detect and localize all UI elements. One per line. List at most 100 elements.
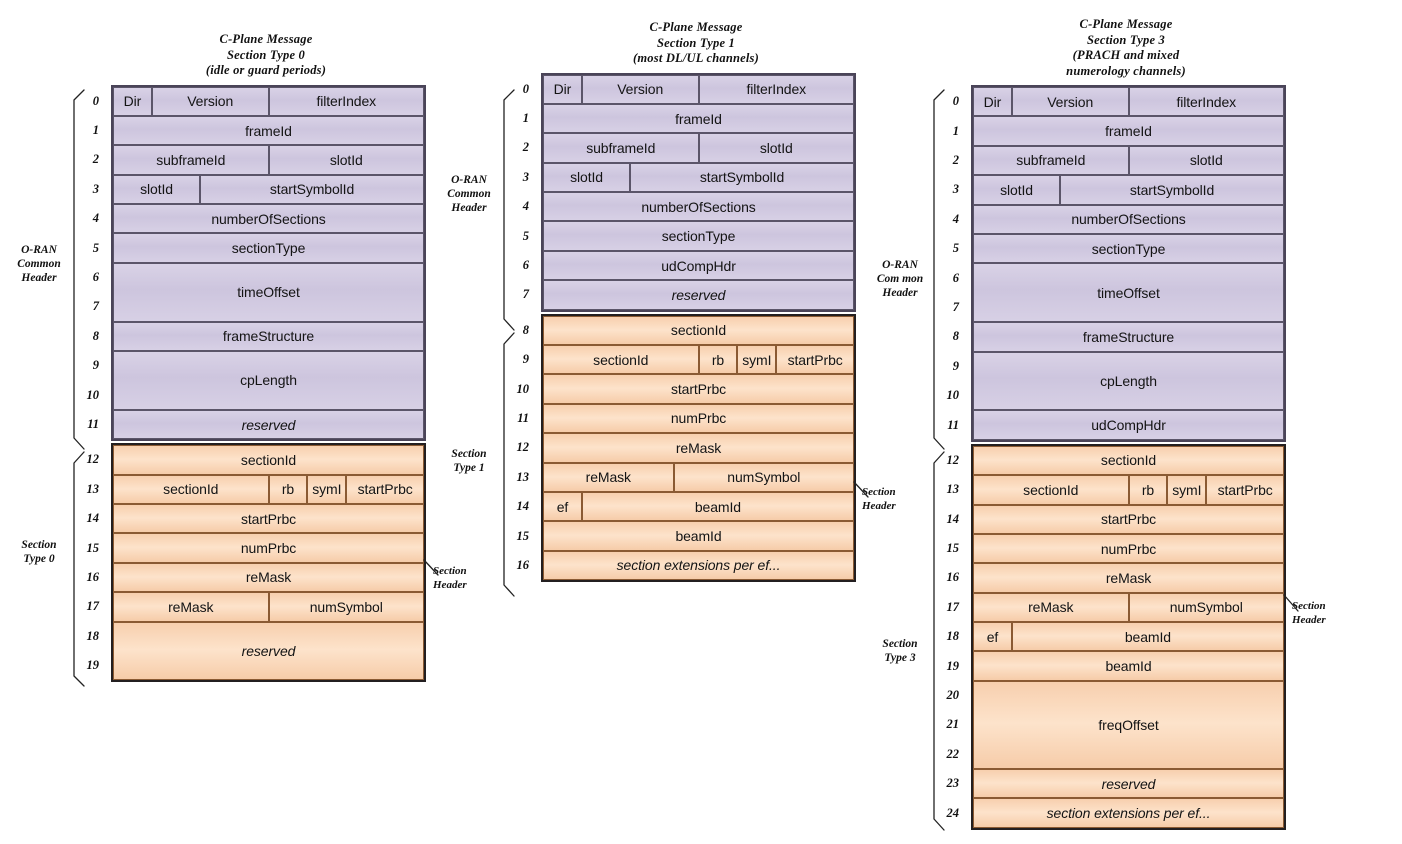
field-cell: section extensions per ef... xyxy=(973,798,1284,828)
field-cell: startPrbc xyxy=(973,504,1284,534)
row-index-label: 13 xyxy=(86,481,100,496)
caption-common-header-col2: O-RAN Com mon Header xyxy=(876,259,924,299)
field-cell: numberOfSections xyxy=(113,204,424,234)
field-cell: cpLength xyxy=(973,351,1284,411)
field-row: 8 frameStructure xyxy=(953,322,1284,352)
row-index-label: 4 xyxy=(522,199,529,214)
field-cell: sectionType xyxy=(543,221,854,251)
row-index-label: 19 xyxy=(86,658,100,673)
caption-section-type-col1: Section Type 1 xyxy=(451,448,487,474)
field-cell: reMask xyxy=(113,592,269,622)
field-cell: udCompHdr xyxy=(543,250,854,281)
row-index-label: 9 xyxy=(92,358,99,373)
row-index-label: 5 xyxy=(92,240,99,255)
field-cell: subframeId xyxy=(543,133,699,163)
row-index-label: 0 xyxy=(92,93,99,108)
field-cell: numPrbc xyxy=(543,403,854,434)
field-cell: freqOffset xyxy=(973,680,1284,770)
caption-section-type-col0: Section Type 0 xyxy=(21,539,57,565)
row-index-label: 7 xyxy=(522,287,529,302)
row-index-label: 18 xyxy=(86,628,100,643)
field-cell: numSymbol xyxy=(1128,592,1284,623)
field-row: 15 beamId xyxy=(517,521,854,551)
field-cell: beamId xyxy=(543,521,854,551)
field-cell: reMask xyxy=(543,433,854,463)
caption-section-header-col2: Section Header xyxy=(1292,600,1326,626)
caption-common-header-col0: O-RAN Common Header xyxy=(17,244,61,284)
field-cell: sectionId xyxy=(973,475,1129,505)
field-row: 18 19 reserved xyxy=(87,621,424,681)
field-cell: filterIndex xyxy=(698,74,854,104)
field-cell: reMask xyxy=(973,592,1129,623)
field-cell: subframeId xyxy=(113,145,269,175)
row-index-label: 13 xyxy=(516,469,530,484)
field-cell: slotId xyxy=(543,162,631,193)
field-cell: reserved xyxy=(113,621,424,681)
row-index-label: 5 xyxy=(522,228,529,243)
field-cell: rb xyxy=(698,345,738,375)
field-cell: frameId xyxy=(113,115,424,146)
field-row: 5 sectionType xyxy=(93,233,424,263)
field-cell: numPrbc xyxy=(973,533,1284,564)
column-title-section-type-1: C-Plane Message Section Type 1 (most DL/… xyxy=(633,20,759,65)
field-cell: sectionType xyxy=(113,233,424,263)
column-title-section-type-3: C-Plane Message Section Type 3 (PRACH an… xyxy=(1066,17,1186,78)
row-index-label: 3 xyxy=(522,169,529,184)
field-cell: rb xyxy=(1128,475,1168,505)
row-index-label: 8 xyxy=(92,328,99,343)
row-index-label: 12 xyxy=(946,452,960,467)
row-index-label: 14 xyxy=(516,499,530,514)
field-cell: Version xyxy=(581,74,699,104)
row-index-label: 0 xyxy=(522,81,529,96)
field-cell: numberOfSections xyxy=(543,192,854,222)
row-index-label: 3 xyxy=(952,182,959,197)
row-index-label: 2 xyxy=(952,152,959,167)
row-index-label: 11 xyxy=(947,417,959,432)
field-cell: udCompHdr xyxy=(973,410,1284,440)
field-cell: sectionId xyxy=(113,445,424,475)
row-index-label: 6 xyxy=(952,270,959,285)
row-index-label: 11 xyxy=(87,417,99,432)
field-cell: beamId xyxy=(581,491,854,522)
field-cell: ef xyxy=(543,491,582,522)
field-cell: subframeId xyxy=(973,145,1129,176)
row-index-label: 2 xyxy=(522,140,529,155)
row-index-label: 18 xyxy=(946,629,960,644)
row-index-label: 16 xyxy=(86,569,100,584)
row-index-label: 15 xyxy=(516,528,530,543)
field-cell: sectionId xyxy=(543,315,854,346)
field-row: 4 numberOfSections xyxy=(523,192,854,222)
field-cell: frameStructure xyxy=(973,322,1284,352)
field-cell: reMask xyxy=(543,462,674,492)
field-cell: filterIndex xyxy=(268,86,424,116)
row-index-label: 20 xyxy=(946,688,960,703)
message-column-section-type-3: C-Plane Message Section Type 3 (PRACH an… xyxy=(938,0,1286,830)
row-index-label: 8 xyxy=(952,329,959,344)
field-cell: startSymbolId xyxy=(1060,175,1284,205)
